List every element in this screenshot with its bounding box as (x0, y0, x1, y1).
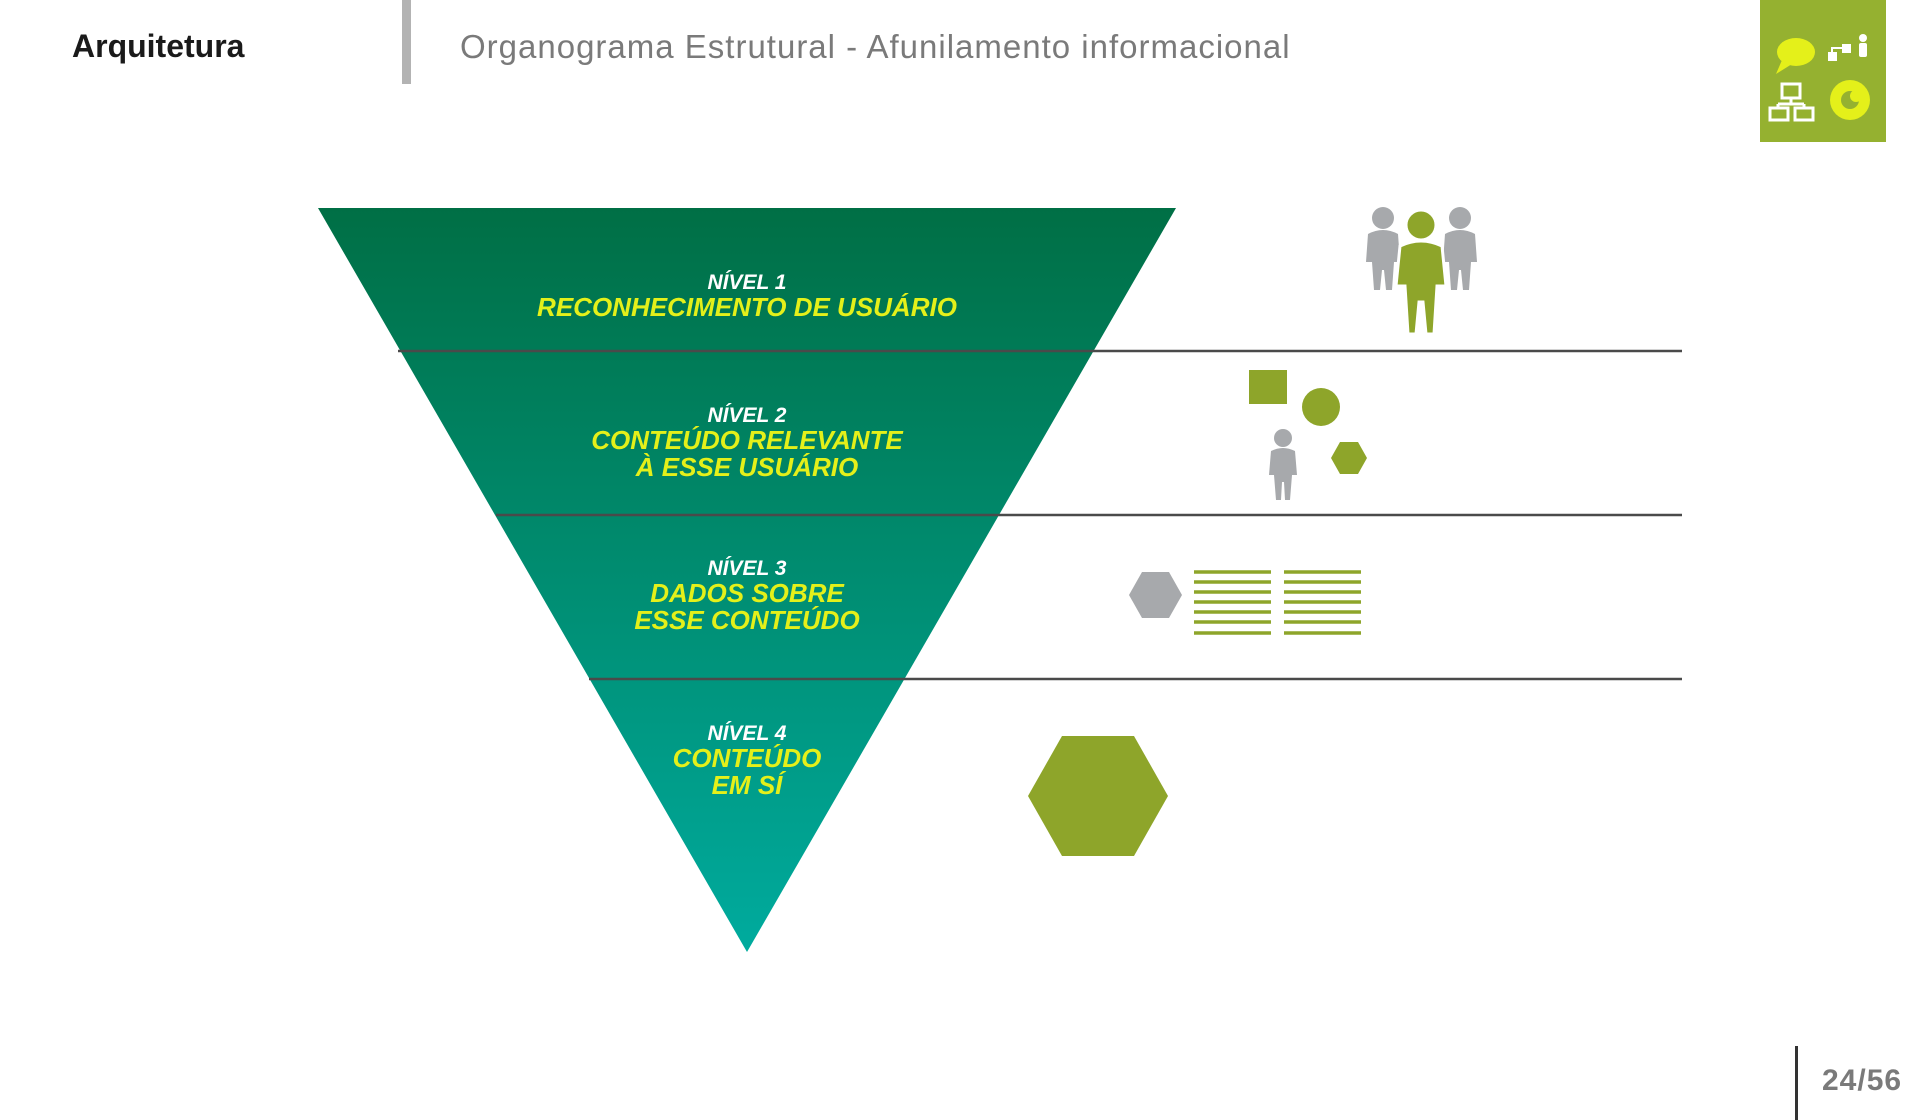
user-group-icon (1366, 207, 1477, 336)
level-4-desc-line-1: CONTEÚDO (673, 743, 822, 773)
section-title: Arquitetura (72, 28, 245, 64)
level-1-desc: RECONHECIMENTO DE USUÁRIO (537, 292, 957, 322)
page-divider (1795, 1046, 1798, 1120)
level-3-desc-line-2: ESSE CONTEÚDO (634, 605, 859, 635)
level-3-title: NÍVEL 3 (708, 557, 787, 580)
slide-title: Organograma Estrutural - Afunilamento in… (460, 28, 1291, 65)
level-2-title: NÍVEL 2 (708, 404, 787, 427)
level-2-desc-line-2: À ESSE USUÁRIO (635, 452, 859, 482)
content-data-icon (1129, 570, 1361, 635)
level-4-desc-line-2: EM SÍ (712, 770, 788, 800)
content-hexagon-icon (1028, 736, 1168, 856)
user-content-shapes-icon (1249, 370, 1367, 500)
funnel-shape (318, 208, 1176, 952)
header-divider (402, 0, 411, 84)
level-1-title: NÍVEL 1 (708, 271, 787, 294)
level-3-desc-line-1: DADOS SOBRE (650, 578, 844, 608)
page-number: 24/56 (1822, 1064, 1903, 1097)
level-2-desc-line-1: CONTEÚDO RELEVANTE (591, 425, 903, 455)
level-4-title: NÍVEL 4 (708, 722, 787, 745)
architecture-brand-icon (1760, 0, 1886, 142)
